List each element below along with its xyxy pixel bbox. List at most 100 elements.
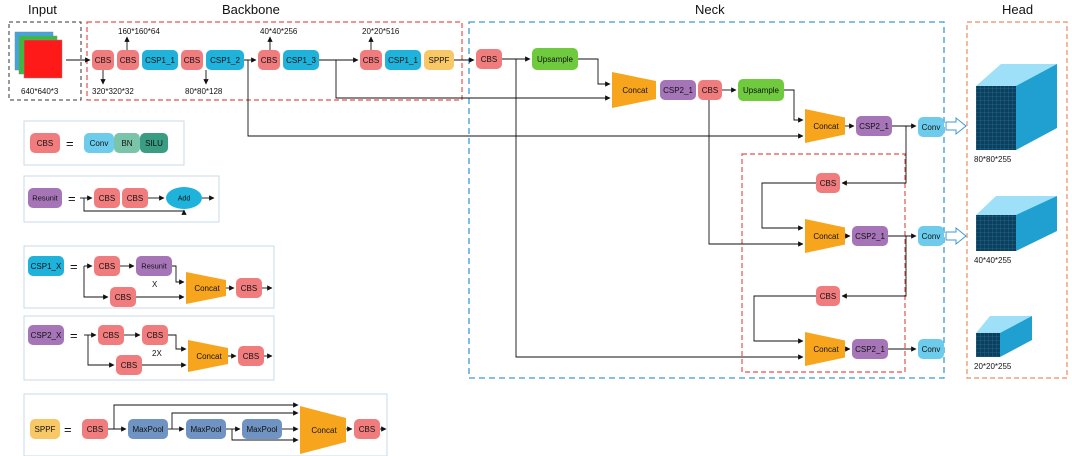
- legend-csp1x-eq: =: [70, 259, 78, 274]
- connector-41: [168, 334, 187, 352]
- connector-23: [841, 236, 907, 299]
- legend-csp1x-resunit-label: Resunit: [141, 262, 167, 271]
- legend-csp1x-cbs-1-label: CBS: [99, 262, 115, 271]
- neck-upsample-1-label: Upsample: [537, 55, 574, 64]
- legend-sppf-maxpool-3: MaxPool: [242, 419, 282, 439]
- backbone-csp1-1b: CSP1_1: [385, 50, 421, 70]
- legend-cbs-cbs: CBS: [30, 133, 60, 153]
- neck-conv-3-label: Conv: [922, 345, 941, 354]
- connector-52: [231, 429, 299, 443]
- backbone-csp1-3: CSP1_3: [283, 50, 319, 70]
- neck-csp2-d-label: CSP2_1: [855, 345, 885, 354]
- legend-sppf-frame: [23, 393, 388, 456]
- backbone-cbs-1-label: CBS: [95, 56, 111, 65]
- backbone-cbs-2: CBS: [117, 50, 139, 70]
- input-title: Input: [28, 2, 57, 17]
- dim-40-label: 40*40*256: [260, 27, 298, 36]
- legend-csp2x-concat: Concat: [188, 340, 228, 372]
- legend-csp2x-eq: =: [70, 328, 78, 343]
- legend-cbs-conv: Conv: [84, 133, 114, 153]
- neck-inner-frame: [741, 153, 906, 373]
- connector-50: [113, 402, 299, 429]
- input-image-stack: [14, 31, 63, 79]
- legend-resunit-name: Resunit: [28, 188, 62, 208]
- legend-csp2x-name-label: CSP2_X: [31, 331, 62, 340]
- neck-concat-1-label: Concat: [622, 86, 648, 95]
- neck-concat-3: Concat: [805, 219, 845, 253]
- head-frame: [966, 21, 1068, 379]
- backbone-cbs-5-label: CBS: [363, 56, 379, 65]
- neck-conv-2-label: Conv: [922, 232, 941, 241]
- legend-resunit-add-label: Add: [178, 196, 191, 203]
- legend-csp2x-cbs-2-label: CBS: [147, 331, 163, 340]
- neck-conv-1-label: Conv: [922, 123, 941, 132]
- legend-resunit-name-label: Resunit: [32, 194, 58, 203]
- backbone-cbs-3-label: CBS: [184, 56, 200, 65]
- legend-sppf-cbs-1: CBS: [82, 419, 108, 439]
- neck-upsample-2-label: Upsample: [743, 86, 780, 95]
- neck-cbs-b-label: CBS: [702, 86, 718, 95]
- neck-conv-3: Conv: [918, 339, 944, 359]
- legend-csp2x-concat-label: Concat: [196, 352, 222, 361]
- neck-concat-4-label: Concat: [813, 345, 839, 354]
- backbone-sppf-label: SPPF: [429, 56, 450, 65]
- legend-sppf-name: SPPF: [30, 419, 60, 439]
- legend-sppf-name-label: SPPF: [35, 425, 56, 434]
- legend-resunit-cbs-1: CBS: [94, 188, 120, 208]
- backbone-cbs-4: CBS: [258, 50, 280, 70]
- dim-160-label: 160*160*64: [118, 27, 160, 36]
- head-arrow-2: [945, 226, 967, 246]
- legend-csp2x-x: 2X: [152, 349, 162, 358]
- backbone-csp1-3-label: CSP1_3: [286, 56, 316, 65]
- connector-34: [172, 265, 185, 285]
- neck-title: Neck: [695, 2, 725, 17]
- neck-cbs-a-label: CBS: [481, 55, 497, 64]
- backbone-sppf: SPPF: [424, 50, 454, 70]
- legend-resunit-cbs-1-label: CBS: [99, 194, 115, 203]
- connector-19: [761, 182, 816, 231]
- neck-csp2-b-label: CSP2_1: [859, 122, 889, 131]
- neck-conv-2: Conv: [918, 226, 944, 246]
- legend-resunit-eq: =: [68, 191, 76, 206]
- legend-cbs-silu: SILU: [140, 133, 168, 153]
- connector-30: [83, 198, 187, 215]
- neck-cbs-d-label: CBS: [820, 292, 836, 301]
- neck-concat-2: Concat: [805, 109, 845, 143]
- legend-csp2x-cbs-4: CBS: [238, 346, 264, 366]
- legend-sppf-maxpool-2-label: MaxPool: [190, 425, 221, 434]
- legend-csp2x-cbs-3: CBS: [116, 355, 142, 375]
- legend-cbs-cbs-label: CBS: [37, 139, 53, 148]
- legend-cbs-frame: [23, 120, 185, 166]
- neck-upsample-1: Upsample: [532, 48, 578, 70]
- neck-cbs-c-label: CBS: [820, 179, 836, 188]
- legend-csp1x-cbs-2: CBS: [110, 287, 136, 307]
- neck-concat-1: Concat: [612, 72, 656, 108]
- neck-cbs-a: CBS: [476, 49, 502, 69]
- connector-35: [83, 266, 109, 300]
- backbone-cbs-4-label: CBS: [261, 56, 277, 65]
- backbone-csp1-2-label: CSP1_2: [210, 56, 240, 65]
- legend-sppf-maxpool-1-label: MaxPool: [132, 425, 163, 434]
- legend-csp2x-cbs-1-label: CBS: [103, 331, 119, 340]
- neck-conv-1: Conv: [918, 117, 944, 137]
- legend-sppf-maxpool-2: MaxPool: [186, 419, 226, 439]
- legend-cbs-silu-label: SILU: [145, 139, 163, 148]
- legend-csp1x-x: X: [152, 280, 158, 289]
- neck-concat-4: Concat: [805, 332, 845, 366]
- neck-csp2-c-label: CSP2_1: [855, 232, 885, 241]
- legend-csp2x-cbs-1: CBS: [98, 325, 124, 345]
- legend-sppf-maxpool-1: MaxPool: [128, 419, 168, 439]
- legend-resunit-add: Add: [166, 187, 202, 209]
- neck-concat-2-label: Concat: [813, 122, 839, 131]
- neck-upsample-2: Upsample: [738, 79, 784, 101]
- legend-csp1x-frame: [23, 245, 275, 309]
- legend-sppf-maxpool-3-label: MaxPool: [246, 425, 277, 434]
- legend-csp1x-cbs-2-label: CBS: [115, 293, 131, 302]
- backbone-cbs-5: CBS: [360, 50, 382, 70]
- connector-11: [578, 58, 611, 87]
- legend-sppf-cbs-2: CBS: [354, 419, 380, 439]
- connector-18: [841, 126, 907, 186]
- dim-320-label: 320*320*32: [92, 87, 134, 96]
- legend-csp2x-cbs-2: CBS: [142, 325, 168, 345]
- legend-csp1x-name-label: CSP1_X: [31, 262, 62, 271]
